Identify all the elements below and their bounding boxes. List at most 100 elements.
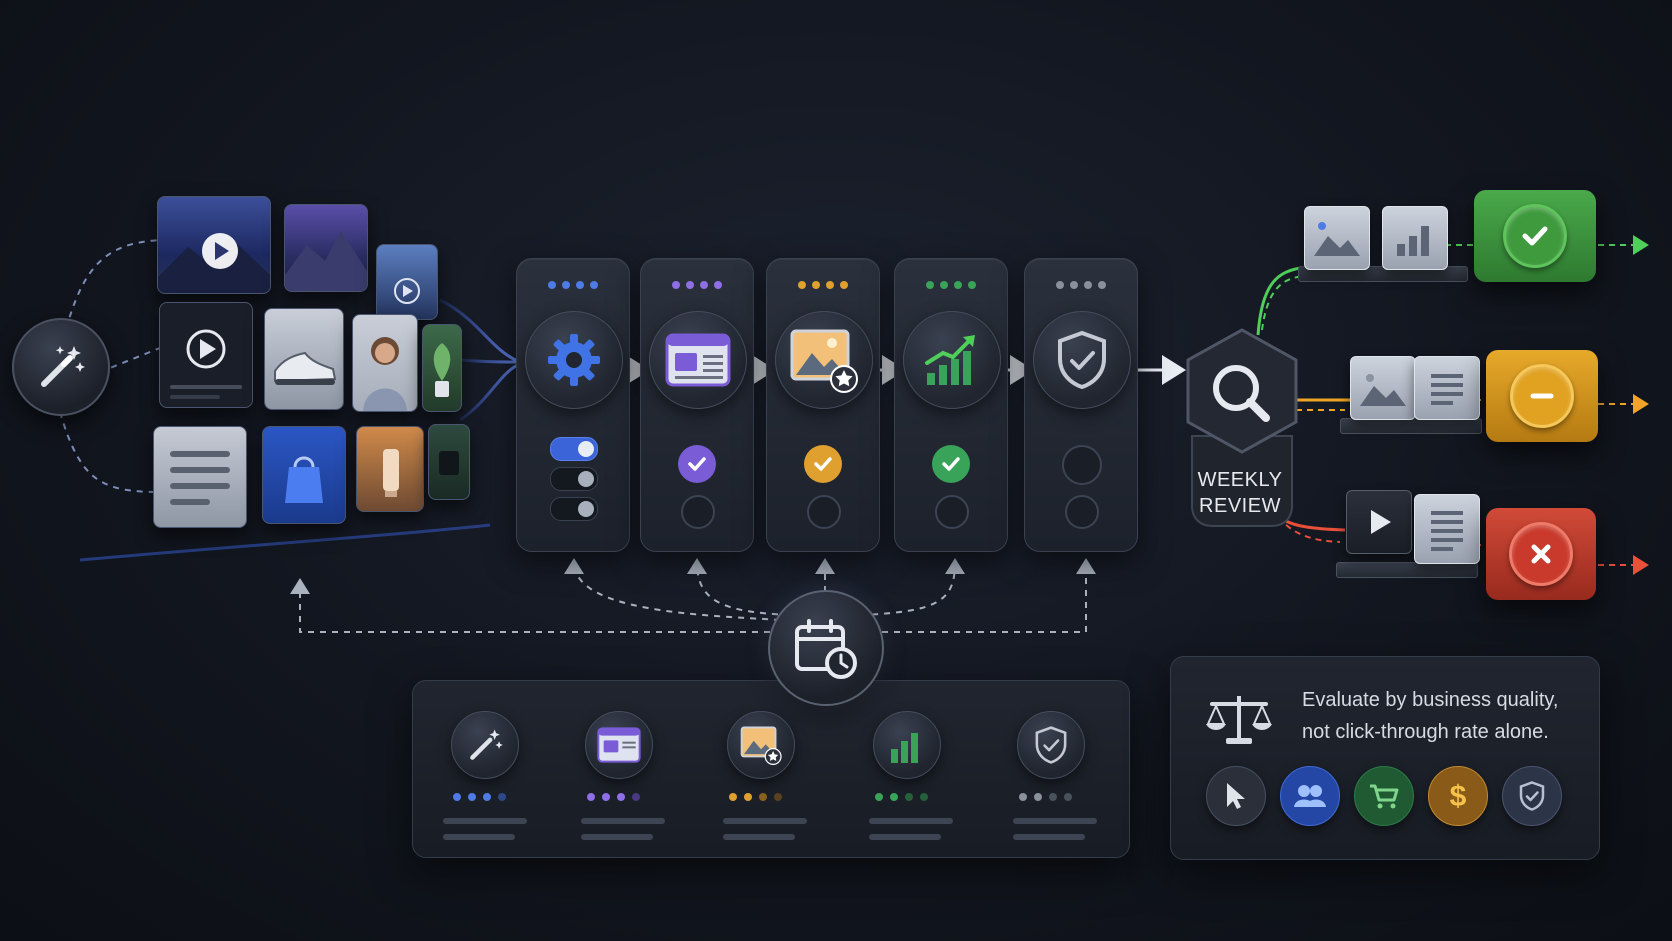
gear-orb xyxy=(525,311,623,409)
mountain-scene xyxy=(285,231,367,291)
image-orb xyxy=(775,311,873,409)
document-tile[interactable] xyxy=(153,426,247,528)
mini-orb-shield[interactable] xyxy=(1017,711,1085,779)
stage-card-layout[interactable] xyxy=(640,258,754,552)
image-icon xyxy=(1360,374,1406,406)
svg-text:$: $ xyxy=(1450,780,1467,813)
stage-dots xyxy=(895,281,1007,289)
weekly-review-badge[interactable] xyxy=(1172,326,1312,546)
video-tile-landscape[interactable] xyxy=(376,244,438,320)
outcome-shelf xyxy=(1340,418,1482,434)
toggle-switch-2[interactable] xyxy=(550,467,598,491)
metric-revenue[interactable]: $ xyxy=(1428,766,1488,826)
placeholder-line xyxy=(723,834,795,840)
product-tube-icon xyxy=(383,449,399,497)
chart-card xyxy=(1382,206,1448,270)
magic-wand-icon xyxy=(470,729,503,760)
mini-dots xyxy=(1019,793,1072,801)
image-tile-shopping[interactable] xyxy=(262,426,346,524)
mini-dots xyxy=(875,793,928,801)
check-badge xyxy=(804,445,842,483)
magic-wand-icon xyxy=(41,346,85,387)
mini-orb-chart[interactable] xyxy=(873,711,941,779)
mini-dots xyxy=(587,793,640,801)
image-tile-product[interactable] xyxy=(356,426,424,512)
mini-orb-layout[interactable] xyxy=(585,711,653,779)
stage-card-safety[interactable] xyxy=(1024,258,1138,552)
shield-check-icon xyxy=(1035,726,1067,764)
cursor-icon xyxy=(1227,783,1245,809)
shield-check-icon xyxy=(1058,330,1106,390)
bar-chart-icon xyxy=(1397,226,1429,256)
empty-status xyxy=(1062,445,1102,485)
stage-dots xyxy=(767,281,879,289)
weekly-review-label-line1: WEEKLY xyxy=(1197,469,1283,491)
bar-chart-icon xyxy=(891,733,918,763)
mini-orb-wand[interactable] xyxy=(451,711,519,779)
mini-dots xyxy=(729,793,782,801)
placeholder-line xyxy=(443,818,527,824)
image-tile-portrait[interactable] xyxy=(352,314,418,412)
image-tile-plant[interactable] xyxy=(422,324,462,412)
gear-icon xyxy=(548,334,600,386)
outcome-approved[interactable] xyxy=(1474,190,1596,282)
placeholder-line xyxy=(869,818,953,824)
outcome-neutral[interactable] xyxy=(1486,350,1598,442)
metric-conversions[interactable] xyxy=(1354,766,1414,826)
metric-safety[interactable] xyxy=(1502,766,1562,826)
stage-dots xyxy=(641,281,753,289)
metric-users[interactable] xyxy=(1280,766,1340,826)
search-icon xyxy=(1216,368,1268,420)
cart-icon xyxy=(1370,784,1399,809)
play-icon xyxy=(170,329,242,399)
note-line1: Evaluate by business quality, xyxy=(1302,689,1559,711)
layout-icon xyxy=(597,727,641,763)
image-card xyxy=(1350,356,1416,420)
mini-orb-image[interactable] xyxy=(727,711,795,779)
layout-icon xyxy=(665,333,731,387)
video-tile-player[interactable] xyxy=(159,302,253,408)
sneaker-icon xyxy=(274,351,337,385)
image-icon xyxy=(1314,222,1360,256)
toggle-switch-1[interactable] xyxy=(550,437,598,461)
check-badge xyxy=(932,445,970,483)
video-tile-mountains[interactable] xyxy=(157,196,271,294)
chair-icon xyxy=(439,451,459,475)
placeholder-line xyxy=(581,834,653,840)
check-icon xyxy=(942,457,960,471)
document-icon xyxy=(1431,511,1463,551)
stage-card-settings[interactable] xyxy=(516,258,630,552)
empty-status xyxy=(681,495,715,529)
stage-card-performance[interactable] xyxy=(894,258,1008,552)
note-line2: not click-through rate alone. xyxy=(1302,721,1549,743)
check-icon xyxy=(1522,226,1548,246)
metric-clicks[interactable] xyxy=(1206,766,1266,826)
shield-orb xyxy=(1033,311,1131,409)
image-tile-sneaker[interactable] xyxy=(264,308,344,410)
chart-orb xyxy=(903,311,1001,409)
dollar-icon: $ xyxy=(1450,780,1467,813)
check-badge xyxy=(678,445,716,483)
image-tile-chair[interactable] xyxy=(428,424,470,500)
document-card xyxy=(1414,356,1480,420)
image-tile-peaks[interactable] xyxy=(284,204,368,292)
users-icon xyxy=(1294,785,1326,807)
document-icon xyxy=(170,451,230,505)
outcome-rejected[interactable] xyxy=(1486,508,1596,600)
stage-card-creative[interactable] xyxy=(766,258,880,552)
outcome-shelf xyxy=(1336,562,1478,578)
video-card xyxy=(1346,490,1412,554)
evaluation-note-text: Evaluate by business quality, not click-… xyxy=(1302,684,1602,748)
plant-icon xyxy=(433,343,451,397)
empty-status xyxy=(1065,495,1099,529)
magic-wand-orb[interactable] xyxy=(12,318,110,416)
schedule-summary-panel xyxy=(412,680,1130,858)
calendar-orb[interactable] xyxy=(768,590,884,706)
toggle-switch-3[interactable] xyxy=(550,497,598,521)
minus-icon xyxy=(1530,393,1554,399)
empty-status xyxy=(935,495,969,529)
chart-growth-icon xyxy=(925,335,975,385)
placeholder-line xyxy=(443,834,515,840)
shield-icon xyxy=(1519,781,1545,811)
